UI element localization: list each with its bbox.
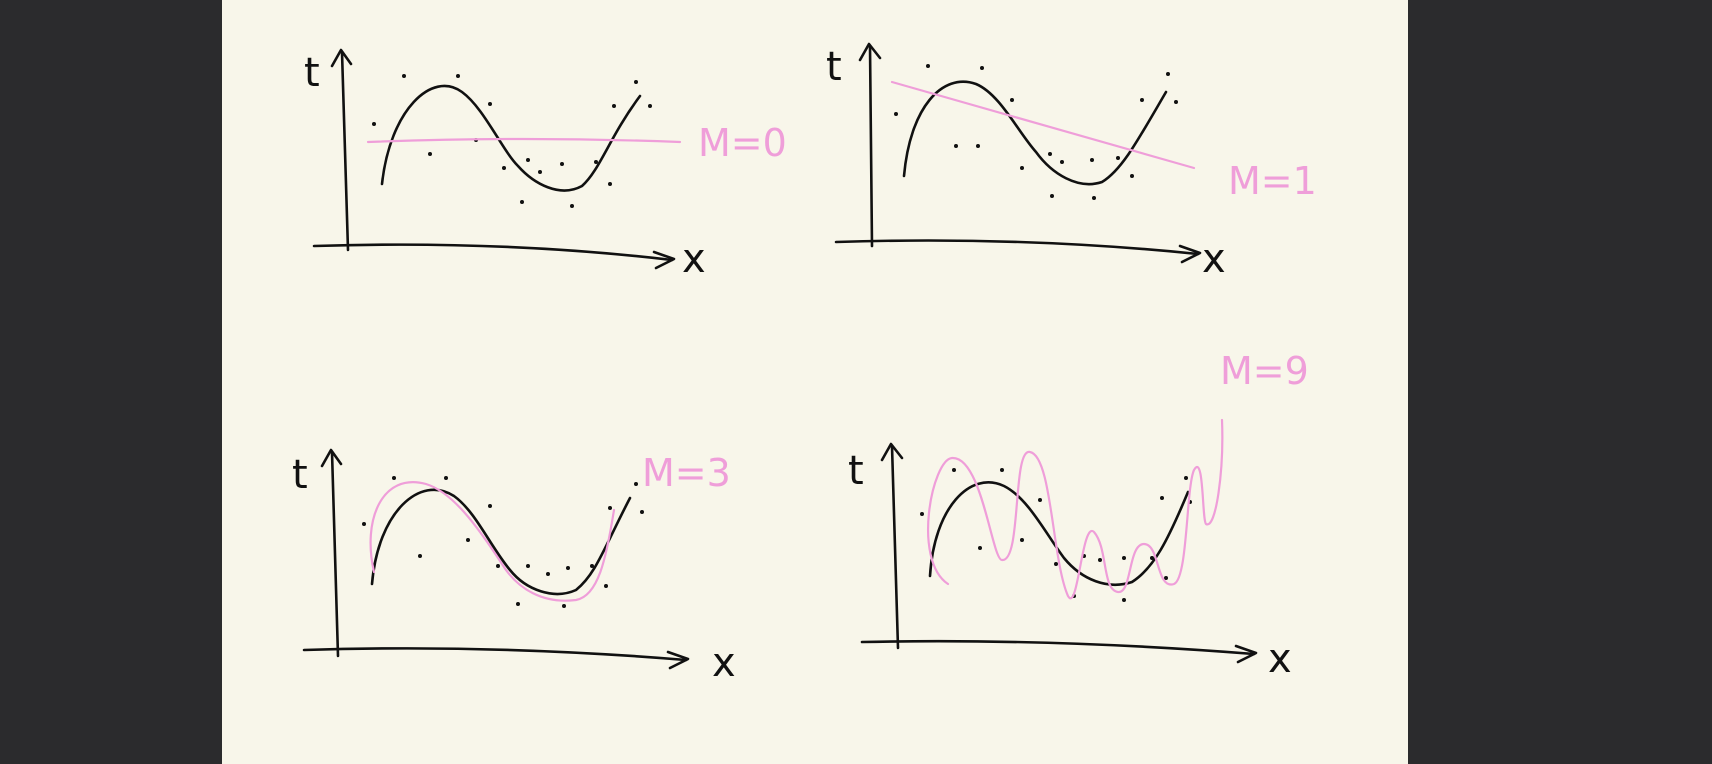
model-order-label: M=3: [642, 451, 731, 495]
data-points: [362, 476, 644, 608]
x-axis-label: x: [1268, 636, 1292, 682]
y-axis: [880, 442, 904, 650]
x-axis: [860, 639, 1258, 664]
data-points: [920, 468, 1192, 602]
fit-curve-m1: [890, 80, 1196, 170]
x-axis: [312, 243, 676, 270]
y-axis: [320, 448, 343, 658]
true-curve: [902, 80, 1168, 186]
x-axis-label: x: [682, 236, 706, 282]
x-axis-label: x: [712, 640, 736, 686]
panel-m1: t x M=1: [826, 42, 1317, 282]
t-axis-label: t: [826, 44, 842, 90]
true-curve: [370, 488, 632, 596]
note-page: t x M=0 t x: [222, 0, 1408, 764]
t-axis-label: t: [848, 448, 864, 494]
x-axis: [302, 647, 690, 670]
panel-m9: t x M=9: [848, 349, 1309, 682]
data-points: [372, 74, 652, 208]
model-order-label: M=0: [698, 121, 787, 165]
model-order-label: M=1: [1228, 159, 1317, 203]
y-axis: [330, 48, 353, 252]
fit-curve-m3: [369, 481, 616, 602]
y-axis: [858, 42, 882, 248]
t-axis-label: t: [304, 50, 320, 96]
true-curve: [928, 481, 1190, 586]
fit-curve-m9: [927, 418, 1224, 600]
polynomial-fit-sketches: t x M=0 t x: [292, 42, 1317, 686]
data-points: [894, 64, 1178, 200]
t-axis-label: t: [292, 452, 308, 498]
x-axis-label: x: [1202, 236, 1226, 282]
panel-m3: t x M=3: [292, 448, 736, 686]
model-order-label: M=9: [1220, 349, 1309, 393]
x-axis: [834, 239, 1202, 264]
fit-curve-m0: [366, 137, 682, 144]
panel-m0: t x M=0: [304, 48, 787, 282]
true-curve: [380, 84, 642, 192]
